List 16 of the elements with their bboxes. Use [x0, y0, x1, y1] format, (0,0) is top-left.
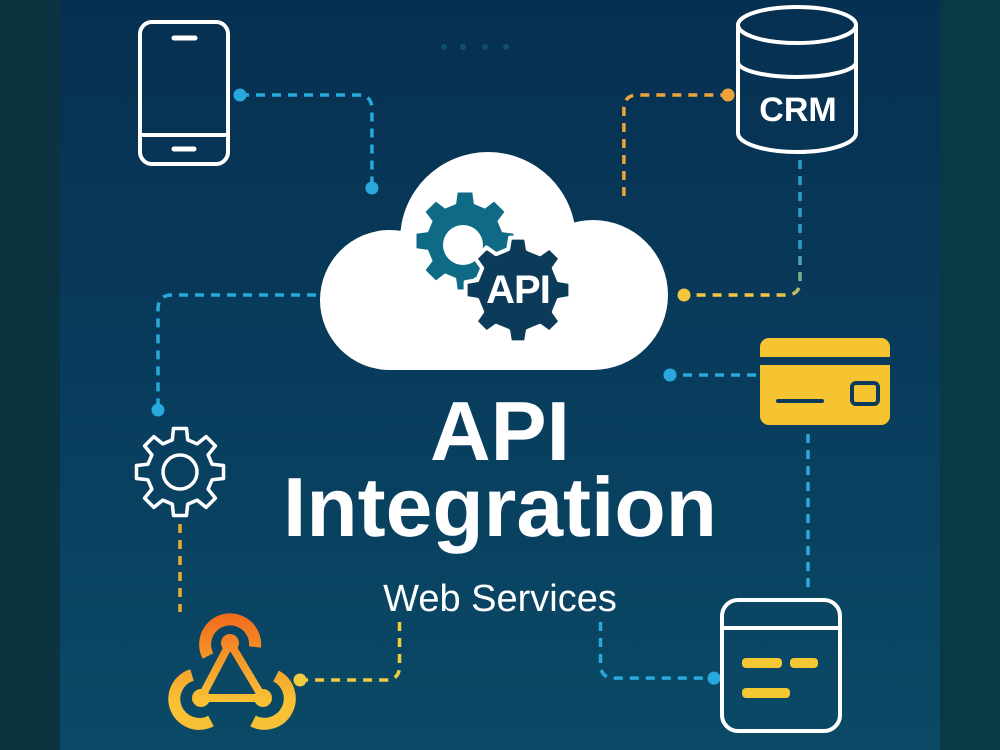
dashed-connector [294, 622, 402, 686]
credit-card-icon [760, 338, 890, 426]
browser-window-icon [720, 598, 842, 733]
dashed-connector [664, 368, 756, 382]
database-cylinder: CRM [736, 3, 860, 155]
dashed-connector [598, 622, 720, 685]
phone-icon [138, 20, 230, 166]
title: API Integration [282, 393, 718, 556]
webhook-icon [170, 613, 294, 729]
dashed-connector [152, 293, 316, 416]
dashed-connector [678, 160, 802, 302]
dashed-connector [622, 88, 734, 196]
gear-icon [132, 424, 228, 520]
dashed-connector [178, 524, 182, 612]
dashed-connector [234, 88, 378, 194]
subtitle: Web Services [383, 577, 617, 621]
